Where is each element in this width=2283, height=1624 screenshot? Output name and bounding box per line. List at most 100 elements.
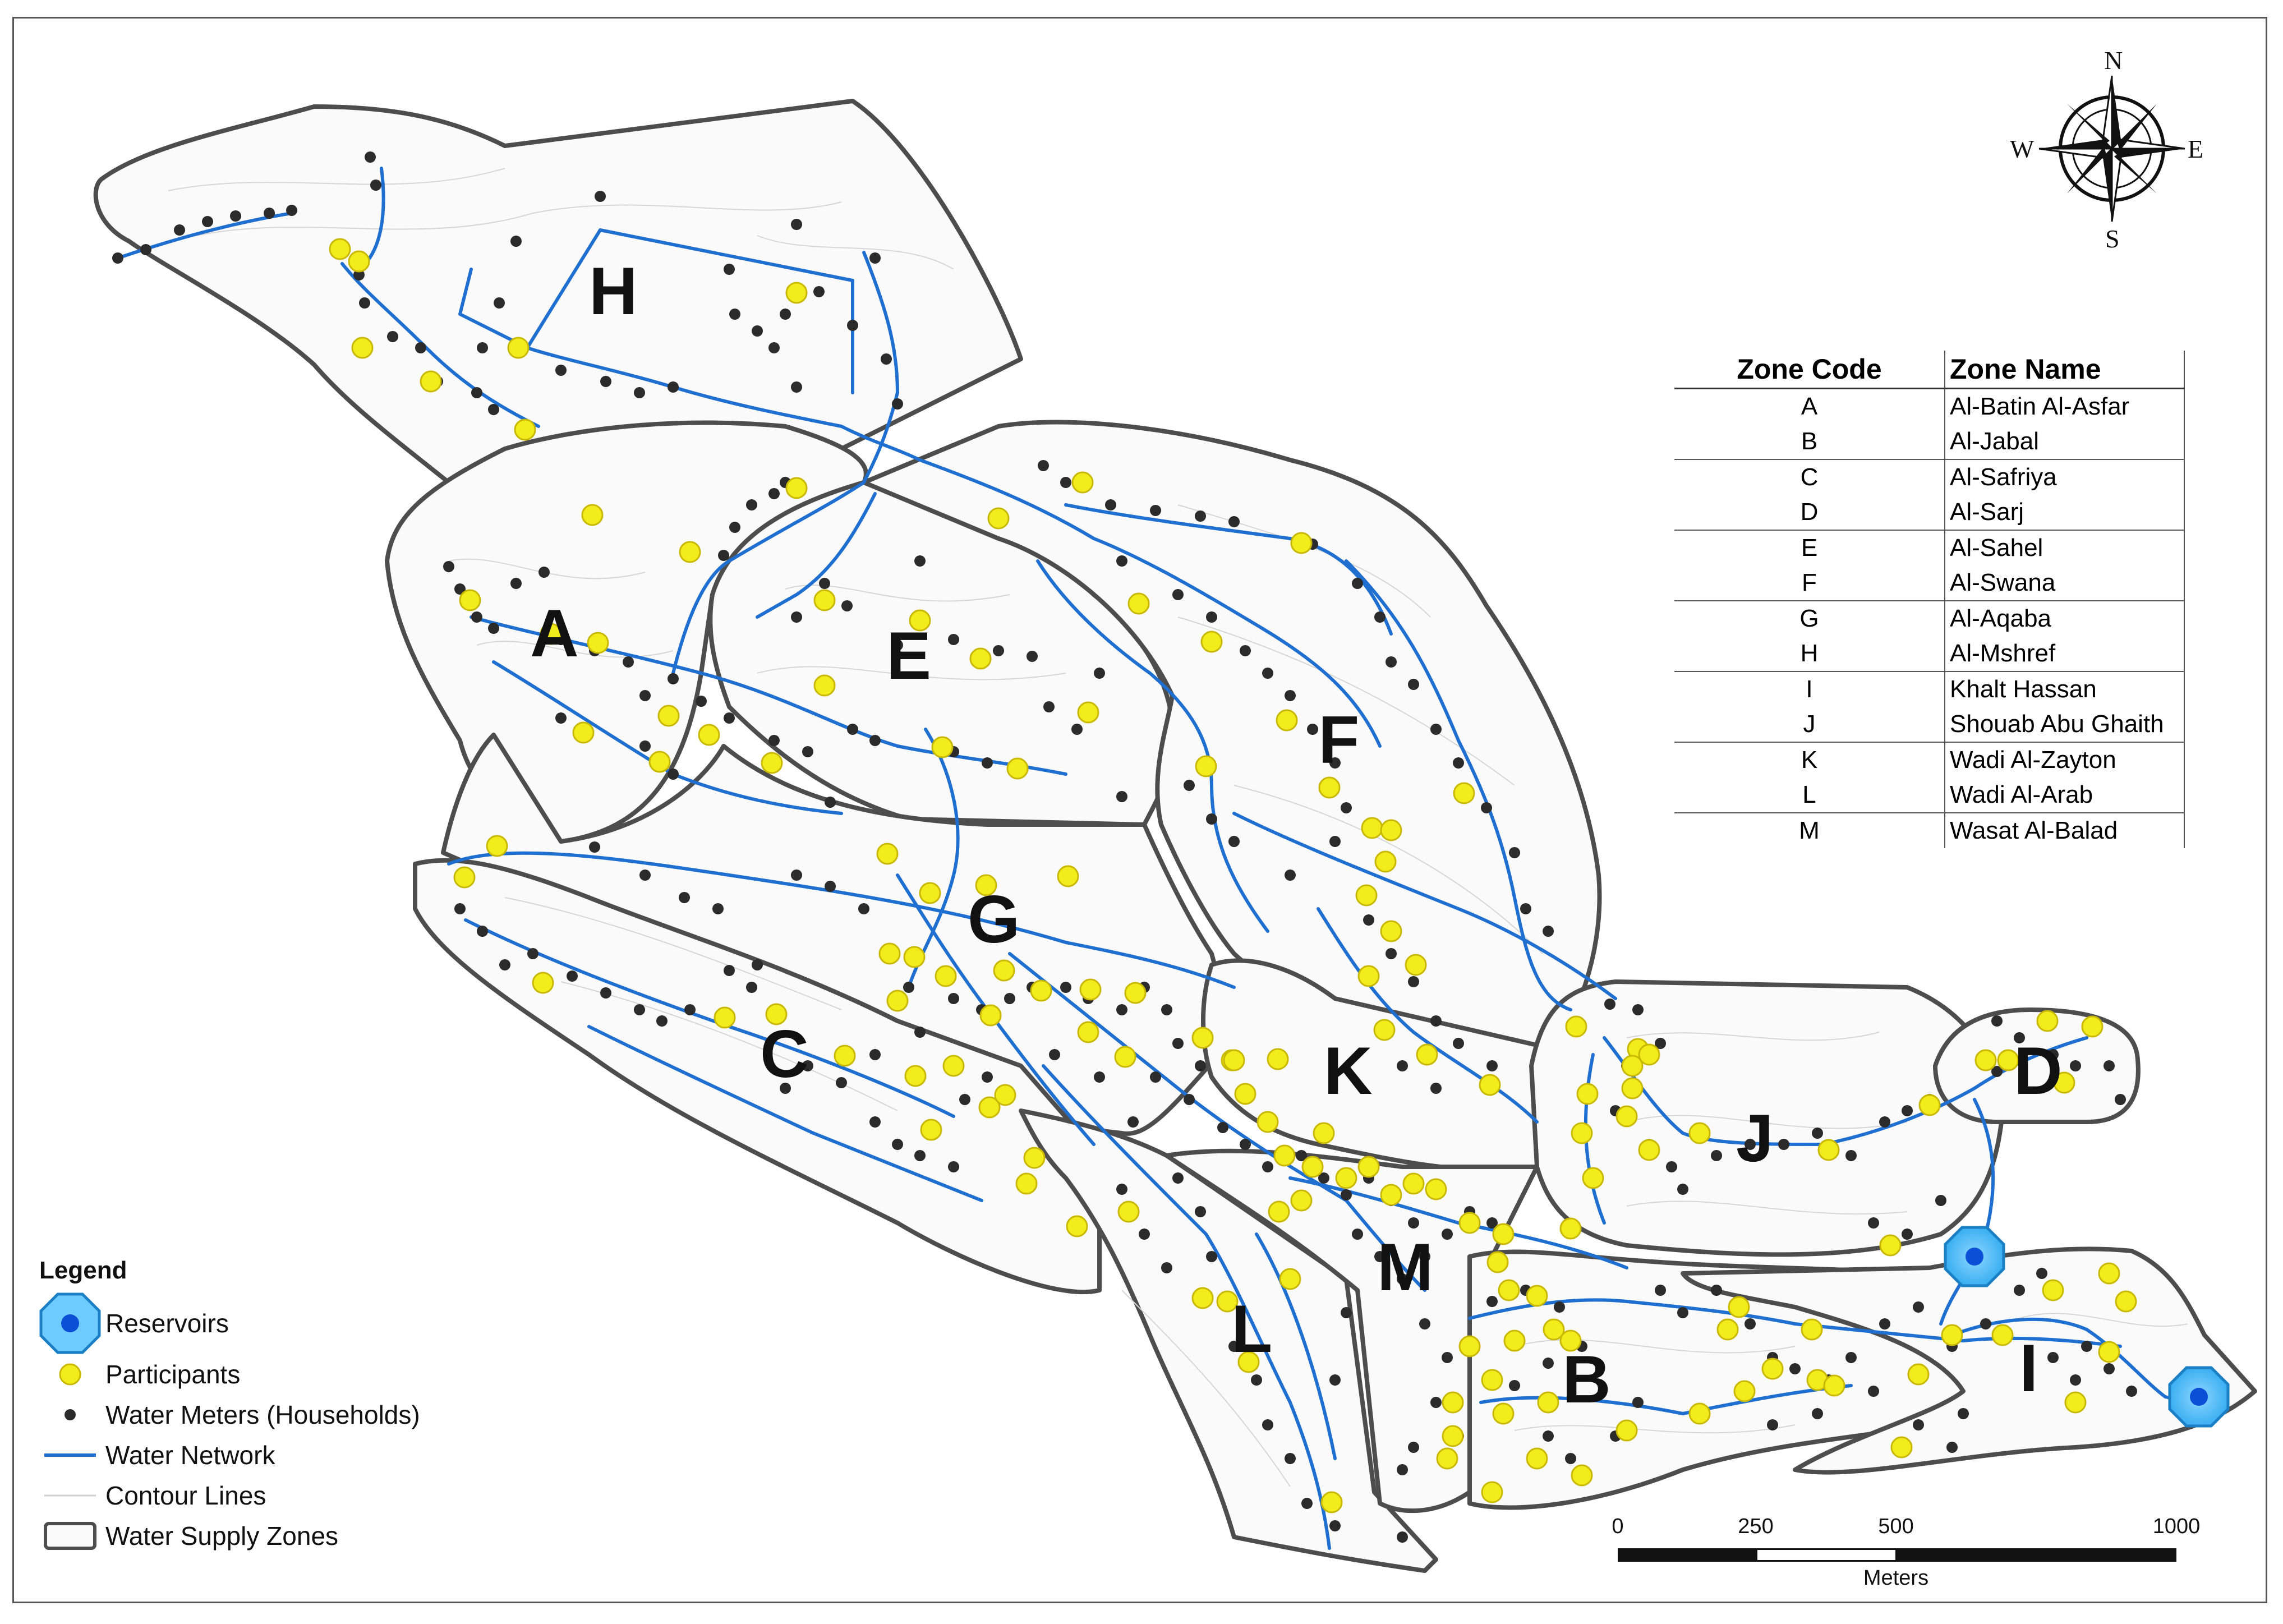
scale-tick-500: 500 [1878,1515,1914,1538]
zone-c-boundary [413,858,1102,1295]
zone-code-cell: H [1674,636,1945,671]
legend-item-zones: Water Supply Zones [39,1516,466,1556]
zone-label-j: J [1736,1101,1774,1176]
zone-label-h: H [589,254,638,329]
zone-label-l: L [1231,1291,1272,1367]
zone-name-cell: Al-Aqaba [1945,600,2185,636]
legend-title: Legend [39,1257,127,1284]
zone-code-cell: M [1674,812,1945,848]
zone-name-cell: Al-Sarj [1945,495,2185,530]
compass-e: E [2188,135,2203,163]
legend-label-contours: Contour Lines [105,1481,266,1510]
zone-name-cell: Al-Batin Al-Asfar [1945,388,2185,424]
water-meters [112,151,2137,1543]
legend-label-network: Water Network [105,1441,275,1470]
scale-bar: 0 250 500 1000 Meters [1612,1515,2200,1590]
map-legend: Legend Reservoirs Participants Water Met… [39,1257,466,1556]
scale-tick-250: 250 [1738,1515,1774,1538]
zone-label-d: D [2014,1033,2063,1108]
legend-label-meters: Water Meters (Households) [105,1400,420,1429]
network-line-icon [39,1435,101,1475]
legend-label-zones: Water Supply Zones [105,1521,339,1551]
zone-l-boundary [1019,1108,1438,1573]
scale-segment-1 [1618,1548,1758,1562]
zone-code-cell: E [1674,530,1945,565]
reservoir-d [1944,1226,2005,1287]
zone-label-i: I [2019,1331,2038,1406]
zone-name-cell: Al-Safriya [1945,459,2185,495]
zone-name-cell: Al-Jabal [1945,424,2185,459]
scale-segment-2 [1756,1548,1897,1562]
scale-units: Meters [1863,1566,1929,1590]
reservoirs [1944,1226,2230,1428]
zone-code-cell: C [1674,459,1945,495]
zone-code-cell: F [1674,565,1945,601]
zone-code-cell: K [1674,742,1945,778]
legend-item-reservoirs: Reservoirs [39,1292,466,1354]
scale-tick-0: 0 [1612,1515,1624,1538]
zone-letters: H A E F G C K M L B J D I [530,254,2063,1417]
north-arrow-compass: N S E W [2010,46,2203,253]
zone-name-cell: Al-Sahel [1945,530,2185,565]
water-supply-zones [93,99,2257,1573]
zone-label-m: M [1377,1230,1433,1305]
zone-box-icon [39,1516,101,1556]
map-frame [12,17,2267,1603]
zone-label-k: K [1324,1033,1373,1108]
compass-n: N [2104,46,2123,75]
contour-lines [168,168,2188,1487]
zone-label-g: G [968,882,1020,957]
zone-code-cell: A [1674,388,1945,424]
contour-line-icon [39,1475,101,1516]
zone-label-b: B [1562,1342,1611,1417]
participants [329,238,2137,1513]
scale-segment-3 [1896,1548,2176,1562]
compass-w: W [2010,135,2035,163]
legend-item-contours: Contour Lines [39,1475,466,1516]
zone-code-cell: D [1674,495,1945,530]
scale-tick-1000: 1000 [2152,1515,2201,1538]
zone-code-cell: G [1674,600,1945,636]
zone-label-e: E [886,618,931,693]
reservoir-icon [39,1292,101,1354]
zone-name-cell: Shouab Abu Ghaith [1945,707,2185,742]
zone-name-cell: Al-Mshref [1945,636,2185,671]
zone-label-a: A [530,596,579,671]
zone-code-header: Zone Code [1674,351,1945,389]
participant-dot-icon [39,1354,101,1395]
compass-s: S [2105,224,2120,253]
legend-label-reservoirs: Reservoirs [105,1309,229,1338]
legend-item-participants: Participants [39,1354,466,1395]
zone-name-cell: Wadi Al-Zayton [1945,742,2185,778]
zone-name-cell: Wasat Al-Balad [1945,812,2185,848]
zone-code-cell: B [1674,424,1945,459]
zone-code-cell: J [1674,707,1945,742]
zone-m-boundary [1164,1148,1539,1513]
zone-i-boundary [1681,1246,2257,1475]
zone-name-header: Zone Name [1945,351,2185,389]
zone-label-c: C [760,1016,809,1092]
reservoir-i [2168,1366,2230,1428]
legend-item-meters: Water Meters (Households) [39,1395,466,1435]
legend-item-network: Water Network [39,1435,466,1475]
meter-dot-icon [39,1395,101,1435]
zone-name-cell: Al-Swana [1945,565,2185,601]
zone-code-cell: L [1674,778,1945,813]
zone-code-cell: I [1674,671,1945,707]
zone-h-boundary [93,99,1023,485]
